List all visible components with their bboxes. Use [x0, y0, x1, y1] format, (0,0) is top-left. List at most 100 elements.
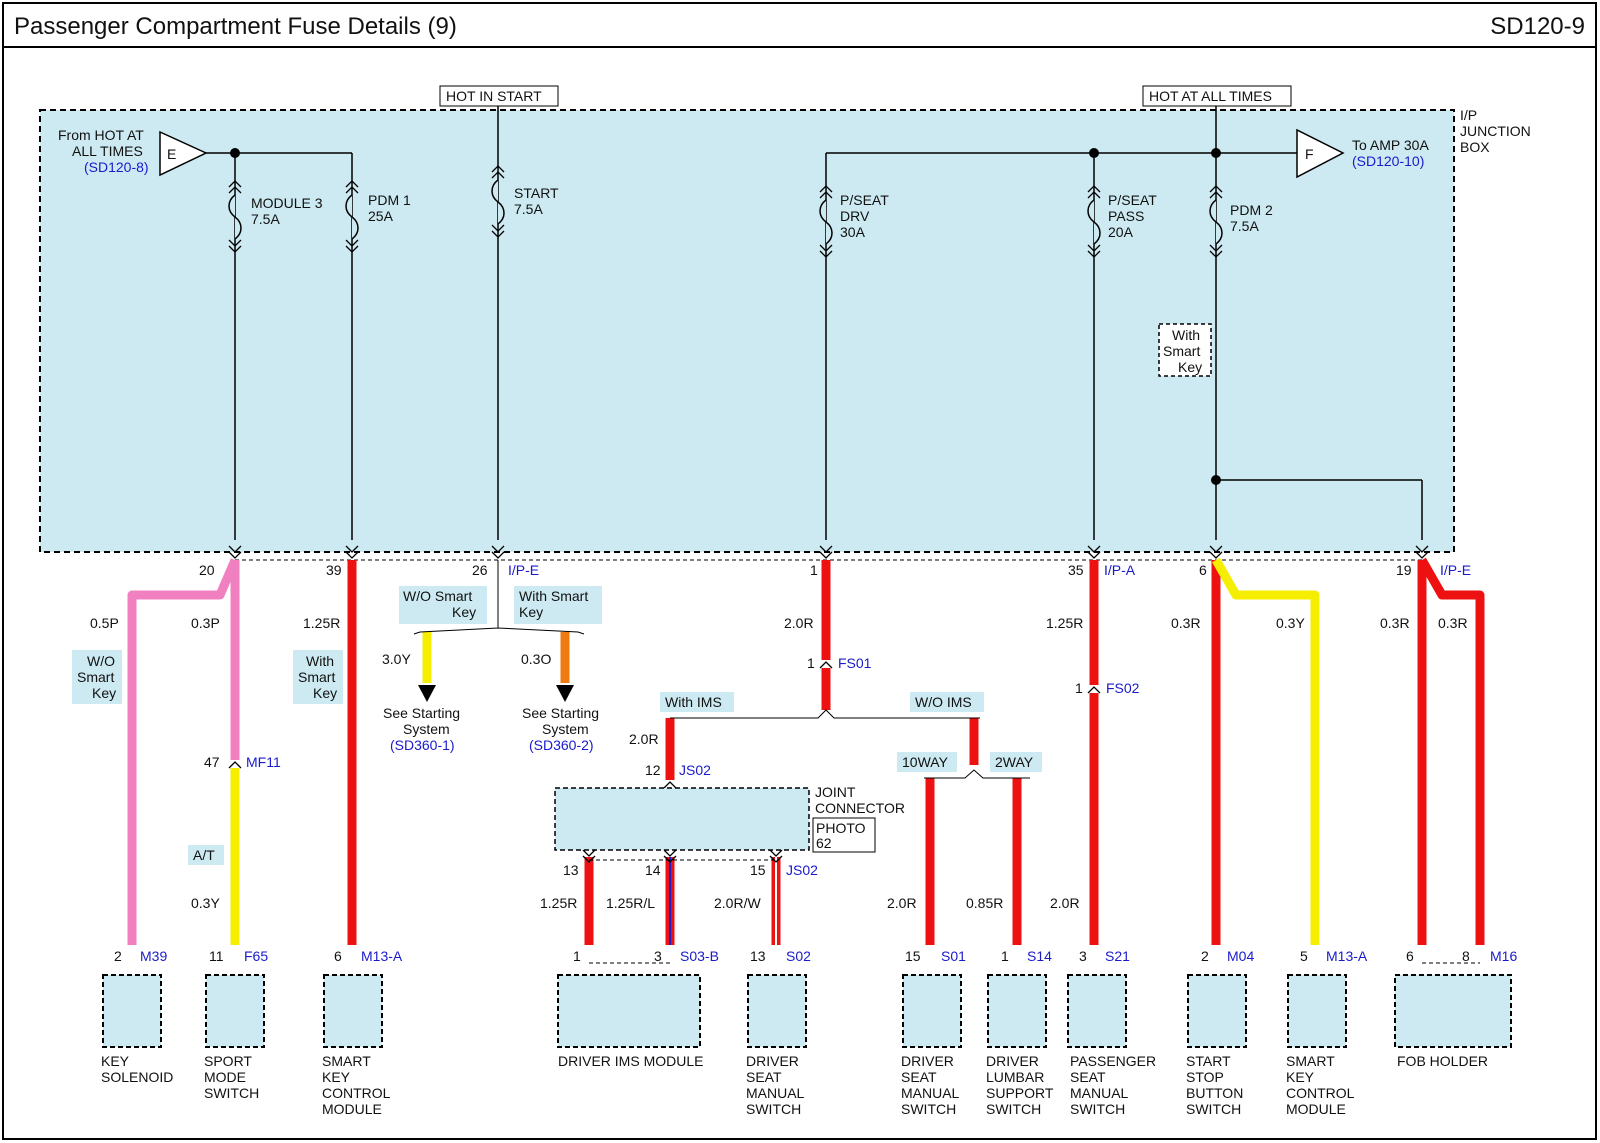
page-code: SD120-9: [1490, 13, 1585, 40]
comp-smk-conn: M13-A: [361, 948, 403, 964]
comp-dsm-l2: SEAT: [746, 1069, 782, 1085]
opt-with-sk2-l2: Key: [519, 604, 543, 620]
fuse-pseatpass-l3: 20A: [1108, 224, 1134, 240]
joint-pin-13: 13: [563, 862, 579, 878]
comp-dsm-conn: S02: [786, 948, 811, 964]
comp-start-pin: 2: [1201, 948, 1209, 964]
comp-smk-l3: CONTROL: [322, 1085, 391, 1101]
from-e-l2: ALL TIMES: [72, 143, 143, 159]
comp-psm-l2: SEAT: [1070, 1069, 1106, 1085]
fuse-pseatpass-l1: P/SEAT: [1108, 192, 1157, 208]
comp-ims-pin2: 3: [654, 948, 662, 964]
start2-ref: (SD360-2): [529, 737, 594, 753]
comp-fob-conn: M16: [1490, 948, 1517, 964]
comp-smk2-pin: 5: [1300, 948, 1308, 964]
comp-key-pin: 2: [114, 948, 122, 964]
fuse-pdm2-l2: 7.5A: [1230, 218, 1259, 234]
comp-sport-l3: SWITCH: [204, 1085, 259, 1101]
hot-all-box: [1142, 85, 1292, 107]
comp-lumbar-conn: S14: [1027, 948, 1052, 964]
hot-start-box: [439, 85, 559, 107]
photo-l1: PHOTO: [816, 820, 866, 836]
js02-label: JS02: [679, 762, 711, 778]
pin-39: 39: [326, 562, 342, 578]
joint-connector-box: [554, 787, 810, 851]
comp-smk2-l3: CONTROL: [1286, 1085, 1355, 1101]
to-f-letter: F: [1305, 146, 1314, 162]
opt-wo-smart-key2-box: [399, 586, 487, 624]
pin-1: 1: [810, 562, 818, 578]
hot-all-label: HOT AT ALL TIMES: [1149, 88, 1272, 104]
comp-dsm2-l3: MANUAL: [901, 1085, 960, 1101]
opt-wo-sk-l3: Key: [92, 685, 116, 701]
inline-chevrons: [228, 661, 1101, 863]
fs01-label: FS01: [838, 655, 872, 671]
wire-20r-b: 2.0R: [629, 731, 659, 747]
comp-dsm-l1: DRIVER: [746, 1053, 799, 1069]
wire-black-lines: [413, 560, 1030, 945]
opt-with-smart-key-box: [293, 650, 343, 704]
opt-2way-box: [990, 752, 1042, 772]
wire-125r-a: 1.25R: [303, 615, 340, 631]
comp-dsm2-l1: DRIVER: [901, 1053, 954, 1069]
opt-2way: 2WAY: [995, 754, 1034, 770]
title-bar: Passenger Compartment Fuse Details (9) S…: [2, 2, 1597, 48]
js02-pin: 12: [645, 762, 661, 778]
joint-l2: CONNECTOR: [815, 800, 905, 816]
start1-ref: (SD360-1): [390, 737, 455, 753]
hot-start-label: HOT IN START: [446, 88, 542, 104]
fs02-pin: 1: [1075, 680, 1083, 696]
comp-dsm2-pin: 15: [905, 948, 921, 964]
from-e-ref: (SD120-8): [84, 159, 149, 175]
comp-smk2-l2: KEY: [1286, 1069, 1315, 1085]
comp-smk2-conn: M13-A: [1326, 948, 1368, 964]
start1-l1: See Starting: [383, 705, 460, 721]
comp-start-l2: STOP: [1186, 1069, 1224, 1085]
comp-start-l4: SWITCH: [1186, 1101, 1241, 1117]
wire-085r: 0.85R: [966, 895, 1003, 911]
fuse-pseatdrv-l2: DRV: [840, 208, 870, 224]
fuse-symbols: [228, 179, 1223, 245]
with-smart-key-box: [1158, 323, 1212, 377]
wire-03r-a: 0.3R: [1171, 615, 1201, 631]
comp-start-conn: M04: [1227, 948, 1254, 964]
joint-pin-14: 14: [645, 862, 661, 878]
comp-smk2-l1: SMART: [1286, 1053, 1335, 1069]
comp-key-l1: KEY: [101, 1053, 130, 1069]
fuse-chevrons: [228, 165, 1223, 258]
wire-125r-b: 1.25R: [1046, 615, 1083, 631]
fuse-pdm1-l2: 25A: [368, 208, 394, 224]
joint-pin-15: 15: [750, 862, 766, 878]
comp-lumbar-l2: LUMBAR: [986, 1069, 1044, 1085]
fuse-pseatdrv-l3: 30A: [840, 224, 866, 240]
comp-dsm-l3: MANUAL: [746, 1085, 805, 1101]
wire-05p: 0.5P: [90, 615, 119, 631]
opt-with-ims: With IMS: [665, 694, 722, 710]
conn-ipe: I/P-E: [508, 562, 539, 578]
fuse-pseatpass-l2: PASS: [1108, 208, 1144, 224]
comp-fob-pin2: 8: [1462, 948, 1470, 964]
comp-fob-l1: FOB HOLDER: [1397, 1053, 1488, 1069]
comp-smk-l4: MODULE: [322, 1101, 382, 1117]
comp-ims-conn: S03-B: [680, 948, 719, 964]
to-f-l1: To AMP 30A: [1352, 137, 1429, 153]
conn-ipe2: I/P-E: [1440, 562, 1471, 578]
wire-20rw: 2.0R/W: [714, 895, 761, 911]
fuse-pdm2-l1: PDM 2: [1230, 202, 1273, 218]
wsk-l2: Smart: [1163, 343, 1200, 359]
start2-l1: See Starting: [522, 705, 599, 721]
comp-lumbar-pin: 1: [1001, 948, 1009, 964]
comp-sport-pin: 11: [209, 948, 224, 964]
jbox-label-1: I/P: [1460, 107, 1477, 123]
wire-20r-a: 2.0R: [784, 615, 814, 631]
wire-30y: 3.0Y: [382, 651, 411, 667]
colored-wires: [127, 557, 1485, 945]
comp-dsm2-l4: SWITCH: [901, 1101, 956, 1117]
wire-125r-c: 1.25R: [540, 895, 577, 911]
comp-start-l1: START: [1186, 1053, 1231, 1069]
comp-dsm-pin: 13: [750, 948, 766, 964]
comp-lumbar-l4: SWITCH: [986, 1101, 1041, 1117]
comp-psm-conn: S21: [1105, 948, 1130, 964]
splice-dots: [230, 148, 1221, 485]
